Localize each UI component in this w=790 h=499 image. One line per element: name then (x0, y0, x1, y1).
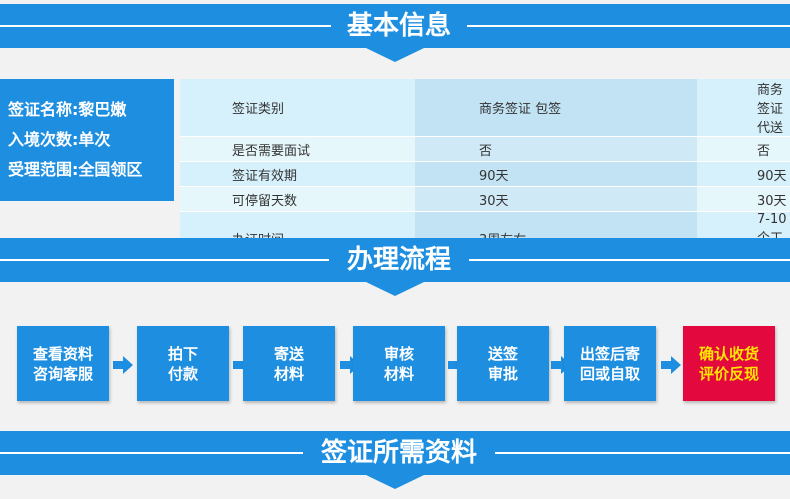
step-line: 拍下 (167, 344, 198, 363)
arrow-right-icon (661, 356, 681, 374)
step-2: 拍下 付款 (137, 326, 229, 401)
step-line: 付款 (167, 364, 198, 383)
step-line: 送签 (487, 344, 518, 363)
section-header-basic-info: 基本信息 (0, 4, 790, 62)
step-line: 材料 (383, 364, 414, 383)
table-cell: 90天 (697, 161, 790, 187)
step-line: 评价反现 (698, 364, 759, 383)
step-6: 出签后寄 回或自取 (564, 326, 656, 401)
triangle-down-icon (366, 48, 424, 62)
step-line: 审批 (487, 364, 518, 383)
step-5: 送签 审批 (457, 326, 549, 401)
table-cell: 90天 (415, 161, 697, 187)
section-title: 办理流程 (329, 242, 469, 278)
step-4: 审核 材料 (353, 326, 445, 401)
table-cell: 30天 (697, 186, 790, 212)
section-title: 基本信息 (331, 8, 467, 44)
step-line: 寄送 (273, 344, 304, 363)
table-cell: 30天 (415, 186, 697, 212)
step-line: 审核 (383, 344, 414, 363)
table-cell: 可停留天数 (180, 186, 415, 212)
visa-summary: 签证名称:黎巴嫩 入境次数:单次 受理范围:全国领区 (0, 79, 174, 201)
step-line: 查看资料 (32, 344, 93, 363)
table-cell: 否 (415, 136, 697, 162)
table-cell: 是否需要面试 (180, 136, 415, 162)
table-cell: 商务签证 代送 (697, 79, 790, 137)
arrow-right-icon (113, 356, 133, 374)
step-line: 回或自取 (579, 364, 640, 383)
table-row: 是否需要面试 否 否 (180, 136, 790, 162)
step-line: 确认收货 (698, 344, 759, 363)
table-cell: 否 (697, 136, 790, 162)
triangle-down-icon (366, 282, 424, 296)
section-header-materials: 签证所需资料 (0, 431, 790, 489)
section-title: 签证所需资料 (303, 435, 495, 471)
table-cell: 签证类别 (180, 79, 415, 137)
visa-scope: 受理范围:全国领区 (8, 160, 143, 179)
process-flow: 查看资料 咨询客服 拍下 付款 寄送 材料 审核 材料 送签 审批 出签后寄 回… (0, 316, 790, 416)
step-1: 查看资料 咨询客服 (17, 326, 109, 401)
table-row: 签证有效期 90天 90天 (180, 161, 790, 187)
step-7: 确认收货 评价反现 (683, 326, 775, 401)
table-cell: 商务签证 包签 (415, 79, 697, 137)
triangle-down-icon (366, 475, 424, 489)
table-row: 可停留天数 30天 30天 (180, 186, 790, 212)
table-cell: 签证有效期 (180, 161, 415, 187)
visa-entries: 入境次数:单次 (8, 130, 111, 149)
step-3: 寄送 材料 (243, 326, 335, 401)
step-line: 出签后寄 (579, 344, 640, 363)
step-line: 材料 (273, 364, 304, 383)
step-line: 咨询客服 (32, 364, 93, 383)
section-header-process: 办理流程 (0, 238, 790, 296)
visa-name: 签证名称:黎巴嫩 (8, 100, 127, 119)
table-row: 签证类别 商务签证 包签 商务签证 代送 (180, 79, 790, 137)
